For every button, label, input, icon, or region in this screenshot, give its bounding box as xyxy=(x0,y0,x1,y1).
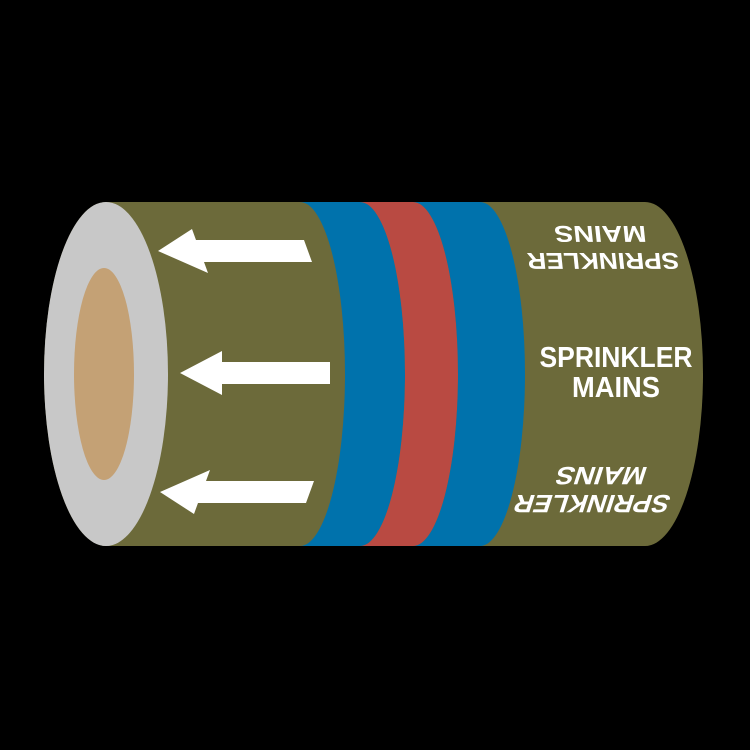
legend-bottom-line1: SPRINKLER xyxy=(510,489,674,516)
flow-arrow-top-icon xyxy=(158,229,313,273)
stripe-blue-left xyxy=(300,202,405,546)
legend-top: SPRINKLER MAINS xyxy=(525,221,680,274)
flow-arrow-bottom-icon xyxy=(160,470,315,514)
flow-arrow-middle-icon xyxy=(180,351,330,395)
legend-bottom-line2: MAINS xyxy=(552,461,651,488)
legend-front-line2: MAINS xyxy=(572,372,660,404)
legend-front: SPRINKLER MAINS xyxy=(540,342,693,404)
legend-bottom: SPRINKLER MAINS xyxy=(510,461,674,516)
stripe-blue-right xyxy=(413,202,525,546)
legend-front-line1: SPRINKLER xyxy=(540,342,693,374)
legend-top-line2: MAINS xyxy=(553,221,648,247)
pipe-bore xyxy=(74,268,134,480)
legend-top-line1: SPRINKLER xyxy=(525,248,680,274)
stripe-red-center xyxy=(360,202,458,546)
